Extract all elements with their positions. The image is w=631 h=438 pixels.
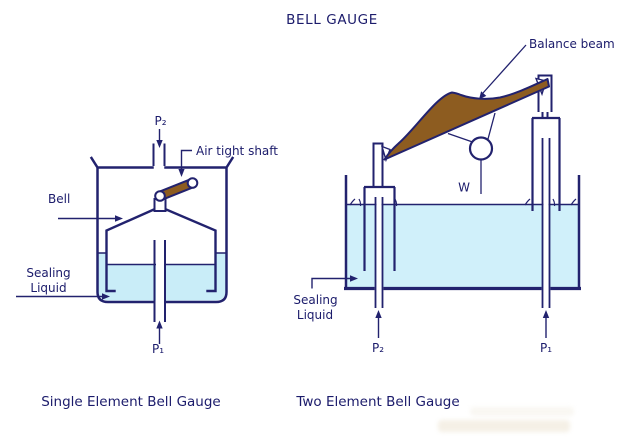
p1-arrowhead <box>542 310 550 318</box>
sealing-leader-line <box>311 277 351 289</box>
center-pipe-bore <box>156 240 164 322</box>
right-caption: Two Element Bell Gauge <box>295 394 459 410</box>
sealing-liquid-label-line1: Sealing <box>293 293 337 307</box>
p2-arrowhead <box>156 140 163 148</box>
sealing-liquid-label-line2: Liquid <box>297 308 333 322</box>
right-bell-cup <box>531 116 561 211</box>
left-pipe-walls <box>374 197 384 308</box>
bell-label: Bell <box>48 192 70 206</box>
beam-leader-line <box>482 44 527 94</box>
weight-label: W <box>458 181 470 195</box>
left-bell-cup <box>363 185 396 271</box>
liquid-annulus-right <box>216 253 226 271</box>
sealing-liquid-label-line2: Liquid <box>30 281 66 295</box>
watermark-smudge <box>470 407 574 416</box>
sealing-arrowhead <box>102 293 110 300</box>
beam-arrowhead <box>479 91 487 100</box>
figure-title: BELL GAUGE <box>286 12 378 28</box>
weight-circle <box>468 136 494 161</box>
weight-hanger-links <box>447 112 496 144</box>
shaft-knuckle-right <box>186 177 199 189</box>
pressure-top-label: P₂ <box>154 114 166 128</box>
pressure-left-label: P₂ <box>372 341 384 355</box>
p1-arrowhead <box>156 320 163 329</box>
sealing-arrowhead <box>350 275 358 282</box>
tank-walls <box>344 175 581 287</box>
p2-arrowhead <box>375 310 382 318</box>
sealing-liquid-label-line1: Sealing <box>26 266 70 280</box>
tank-liquid-fill <box>347 204 578 288</box>
inlet-pipe-walls <box>152 143 166 166</box>
bell-arrowhead <box>115 215 123 222</box>
center-pipe-walls <box>153 240 166 322</box>
pressure-right-label: P₁ <box>540 341 552 355</box>
liquid-annulus-left <box>98 253 106 271</box>
left-caption: Single Element Bell Gauge <box>41 394 221 410</box>
left-hanger-post <box>372 142 384 187</box>
right-pipe-bore <box>543 138 549 308</box>
shaft-leader-line <box>180 149 192 170</box>
vessel-outline <box>89 156 235 304</box>
balance-beam-label: Balance beam <box>529 37 615 51</box>
pressure-bottom-label: P₁ <box>152 342 164 356</box>
shaft-knuckle-left <box>154 190 166 202</box>
right-pipe-walls <box>541 138 551 308</box>
two-element-bell-gauge: W Balance beam Sealing Liquid P₂ P₁ Two … <box>293 37 614 410</box>
shaft-arrowhead <box>178 169 185 177</box>
bell-body <box>105 207 217 293</box>
single-element-bell-gauge: P₂ Air tight shaft Bell Sealing Liquid P… <box>16 114 278 410</box>
meniscus-marks <box>349 198 577 207</box>
balance-beam <box>383 78 550 161</box>
left-pipe-bore <box>376 197 382 308</box>
watermark-smudge <box>438 420 570 432</box>
right-hanger-post <box>537 74 553 118</box>
shaft-label: Air tight shaft <box>196 144 278 158</box>
